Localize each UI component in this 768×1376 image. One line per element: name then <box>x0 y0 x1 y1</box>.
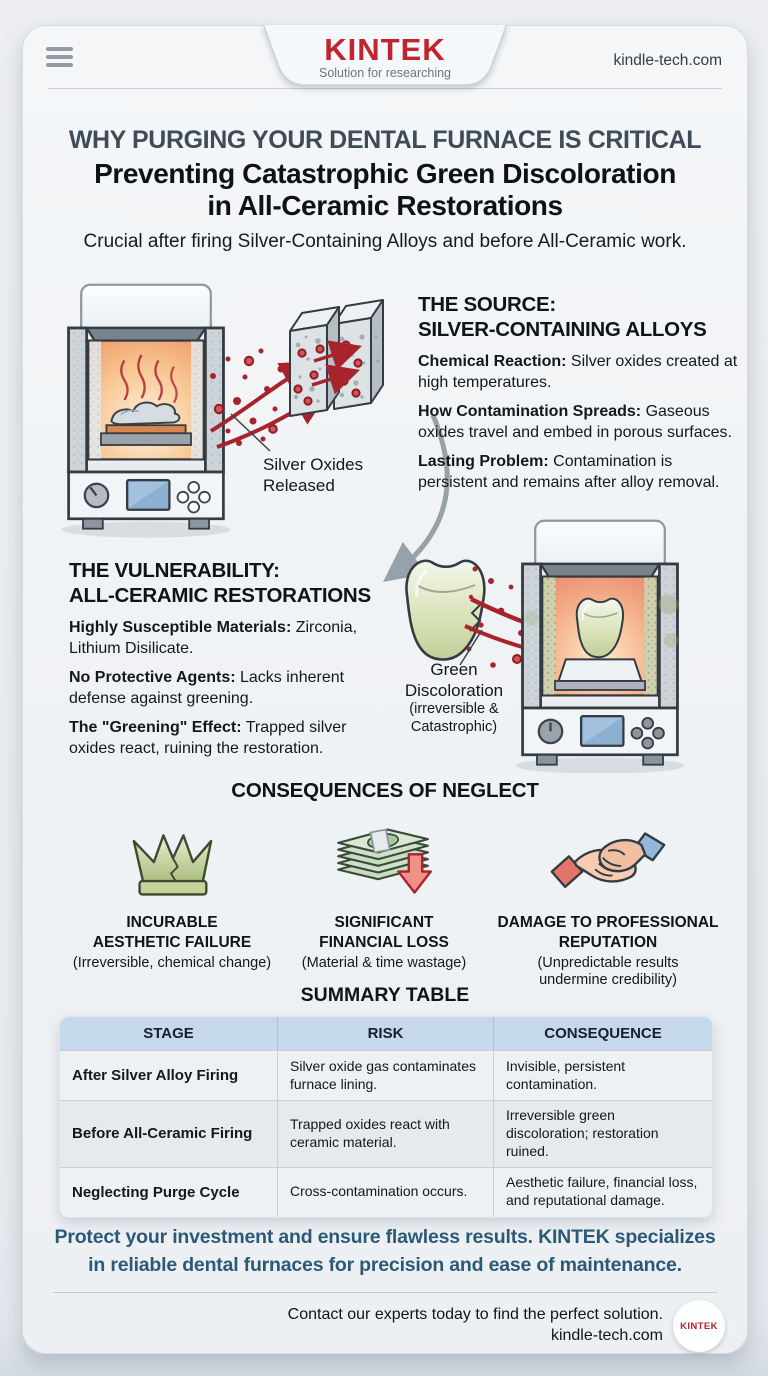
consequence-financial: SIGNIFICANT FINANCIAL LOSS (Material & t… <box>253 816 515 972</box>
silver-label-pointer <box>230 413 271 452</box>
furnace-2 <box>515 519 685 773</box>
table-header-stage: STAGE <box>60 1017 277 1050</box>
consequence-aesthetic: INCURABLE AESTHETIC FAILURE (Irreversibl… <box>41 816 303 972</box>
vulnerability-section: THE VULNERABILITY: ALL-CERAMIC RESTORATI… <box>69 559 377 769</box>
contact-message: Contact our experts today to find the pe… <box>287 1306 663 1324</box>
table-cell: Aesthetic failure, financial loss, and r… <box>493 1166 712 1217</box>
menu-button[interactable] <box>46 47 74 67</box>
menu-bar <box>46 63 73 67</box>
porous-lining-blocks <box>289 299 384 417</box>
source-item: Chemical Reaction: Silver oxides created… <box>418 353 738 391</box>
table-cell: Irreversible green discoloration; restor… <box>493 1100 712 1167</box>
table-cell: Neglecting Purge Cycle <box>60 1166 277 1217</box>
menu-bar <box>46 55 73 59</box>
brand-logo: KINTEK <box>324 32 446 67</box>
brand-tagline: Solution for researching <box>318 66 452 80</box>
handshake-icon <box>550 832 666 889</box>
footer-divider <box>53 1292 717 1293</box>
page-subtitle: Crucial after firing Silver-Containing A… <box>83 231 687 252</box>
footer-contact: Contact our experts today to find the pe… <box>288 1300 725 1352</box>
logo-badge: KINTEK Solution for researching <box>260 25 510 91</box>
illustration-zone: THE SOURCE: SILVER-CONTAINING ALLOYS Che… <box>23 281 747 773</box>
menu-bar <box>46 47 73 51</box>
silver-oxides-callout: Silver Oxides Released <box>263 455 364 496</box>
contact-website-link[interactable]: kindle-tech.com <box>550 1327 663 1344</box>
page-kicker: WHY PURGING YOUR DENTAL FURNACE IS CRITI… <box>68 126 702 154</box>
table-cell: Invisible, persistent contamination. <box>493 1050 712 1100</box>
table-cell: Before All-Ceramic Firing <box>60 1100 277 1167</box>
page-title: Preventing Catastrophic Green Discolorat… <box>94 158 676 222</box>
oxide-particles-2 <box>464 566 602 672</box>
table-cell: After Silver Alloy Firing <box>60 1050 277 1100</box>
kintek-badge-logo: KINTEK <box>673 1300 725 1352</box>
consequences-heading: CONSEQUENCES OF NEGLECT <box>231 779 539 802</box>
infographic-card: kindle-tech.com KINTEK Solution for rese… <box>22 25 748 1354</box>
furnace-1 <box>61 283 231 538</box>
header-divider <box>48 88 722 89</box>
cracked-crown-icon <box>132 834 213 896</box>
source-section: THE SOURCE: SILVER-CONTAINING ALLOYS Che… <box>418 293 740 503</box>
cta-text: Protect your investment and ensure flawl… <box>54 1226 716 1276</box>
oxide-particles <box>209 348 330 449</box>
table-header-risk: RISK <box>277 1017 493 1050</box>
table-cell: Cross-contamination occurs. <box>277 1166 493 1217</box>
money-loss-icon <box>337 828 432 894</box>
table-cell: Silver oxide gas contaminates furnace li… <box>277 1050 493 1100</box>
green-discoloration-callout: Green Discoloration (irreversible & Cata… <box>404 660 504 735</box>
summary-table-heading: SUMMARY TABLE <box>300 984 470 1006</box>
table-cell: Trapped oxides react with ceramic materi… <box>277 1100 493 1167</box>
source-heading: THE SOURCE: SILVER-CONTAINING ALLOYS <box>418 293 707 341</box>
consequences-row: INCURABLE AESTHETIC FAILURE (Irreversibl… <box>23 816 747 988</box>
table-header-consequence: CONSEQUENCE <box>493 1017 712 1050</box>
source-item: Lasting Problem: Contamination is persis… <box>418 453 720 491</box>
logo-badge-shape <box>262 25 508 86</box>
source-item: How Contamination Spreads: Gaseous oxide… <box>418 403 732 441</box>
consequence-reputation: DAMAGE TO PROFESSIONAL REPUTATION (Unpre… <box>475 816 741 990</box>
green-tooth <box>405 559 486 661</box>
summary-table: STAGE RISK CONSEQUENCE After Silver Allo… <box>59 1016 713 1218</box>
vulnerability-heading: THE VULNERABILITY: ALL-CERAMIC RESTORATI… <box>69 559 371 607</box>
header-website-link[interactable]: kindle-tech.com <box>613 52 722 69</box>
vulnerability-item: Highly Susceptible Materials: Zirconia, … <box>69 619 358 657</box>
vulnerability-item: No Protective Agents: Lacks inherent def… <box>69 669 345 707</box>
vulnerability-item: The "Greening" Effect: Trapped silver ox… <box>69 719 347 757</box>
